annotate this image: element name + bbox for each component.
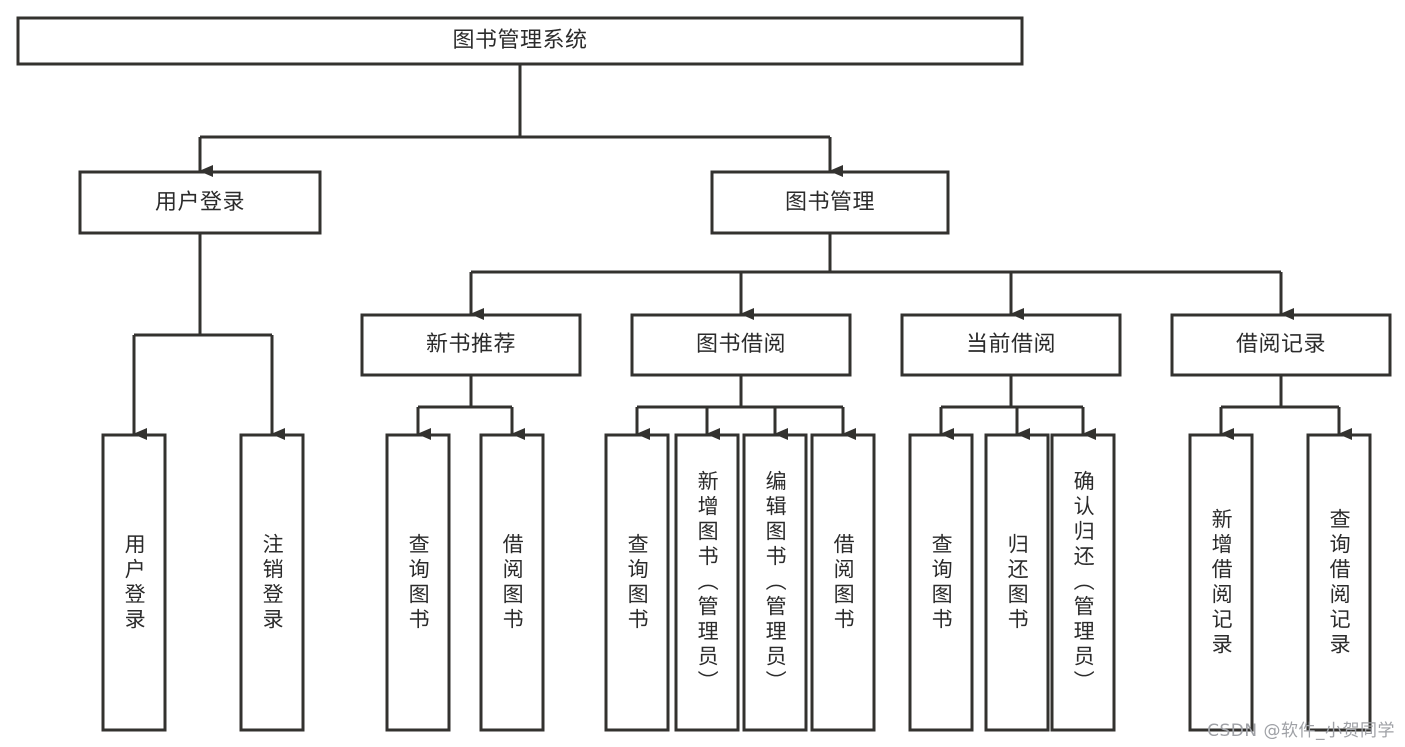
node-box-borrow-record[interactable] (1170, 313, 1392, 377)
node-box-leaf-edit-book[interactable] (742, 433, 808, 732)
csdn-watermark: CSDN @软件_小贺同学 (1207, 721, 1395, 741)
boxes-layer (16, 16, 1392, 732)
node-box-leaf-logout[interactable] (239, 433, 305, 732)
node-box-book-borrow[interactable] (630, 313, 852, 377)
node-box-root[interactable] (16, 16, 1024, 66)
node-box-leaf-borrow-book-2[interactable] (810, 433, 876, 732)
node-box-leaf-add-record[interactable] (1188, 433, 1254, 732)
node-box-current-borrow[interactable] (900, 313, 1122, 377)
node-box-user-login[interactable] (78, 170, 322, 235)
node-box-leaf-confirm-return[interactable] (1050, 433, 1116, 732)
node-box-leaf-query-book-3[interactable] (908, 433, 974, 732)
node-box-leaf-borrow-book-1[interactable] (479, 433, 545, 732)
connectors-layer (132, 64, 1352, 440)
node-box-leaf-query-book-1[interactable] (385, 433, 451, 732)
node-box-leaf-add-book[interactable] (674, 433, 740, 732)
node-box-leaf-return-book[interactable] (984, 433, 1050, 732)
node-box-leaf-query-record[interactable] (1306, 433, 1372, 732)
node-box-leaf-user-login[interactable] (101, 433, 167, 732)
node-box-leaf-query-book-2[interactable] (604, 433, 670, 732)
node-box-book-management[interactable] (710, 170, 950, 235)
node-box-new-book-recommend[interactable] (360, 313, 582, 377)
